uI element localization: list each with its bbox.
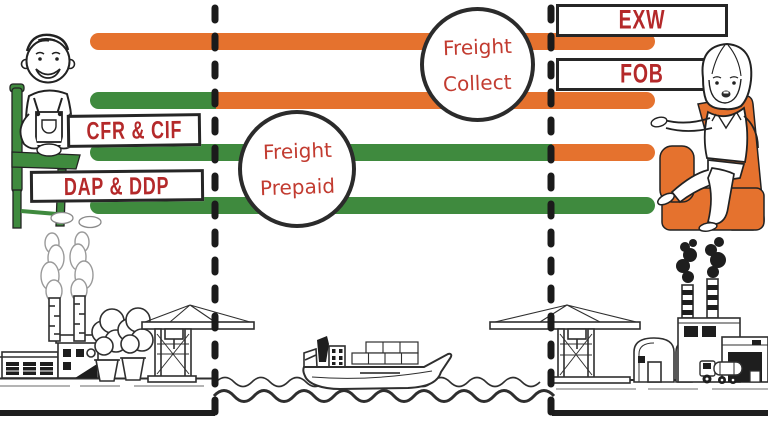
shoe <box>50 211 74 225</box>
term-box-dap-ddp: DAP & DDP <box>29 169 205 203</box>
waterway <box>212 336 556 403</box>
shoe <box>78 215 102 229</box>
right-arm <box>743 115 759 149</box>
trees-icon <box>91 307 154 382</box>
black-smoke <box>676 237 726 283</box>
warehouse-icon <box>0 351 59 379</box>
freight-prepaid-line2: Prepaid <box>259 173 335 201</box>
truck-icon <box>699 360 761 384</box>
container-ship-icon <box>302 336 453 391</box>
freight-prepaid-segment <box>90 92 216 109</box>
shoe <box>698 222 718 232</box>
hands <box>36 143 62 157</box>
freight-collect-segment <box>552 144 655 161</box>
freight-prepaid-segment <box>90 197 655 214</box>
container-crane-icon <box>141 304 255 383</box>
ground-band-left <box>0 410 215 416</box>
leg <box>706 167 735 225</box>
container-crane-icon <box>489 304 641 384</box>
shoe <box>657 192 675 206</box>
right-shore <box>489 237 768 416</box>
factory-smokestacks-icon <box>633 237 768 383</box>
buyer-woman-in-orange-armchair <box>650 42 765 232</box>
term-box-exw: EXW <box>556 4 728 37</box>
freight-collect-line1: Freight <box>442 33 513 60</box>
face <box>708 78 742 104</box>
term-box-cfr-cif: CFR & CIF <box>66 113 202 148</box>
smile <box>35 68 61 79</box>
bar-dap-ddp <box>90 197 655 214</box>
hair <box>701 42 753 111</box>
arm <box>19 113 39 150</box>
term-label-exw: EXW <box>618 4 666 36</box>
term-box-fob: FOB <box>556 58 728 91</box>
left-arm <box>663 117 713 132</box>
freight-prepaid-badge: Freight Prepaid <box>238 110 356 228</box>
left-shore <box>0 231 255 416</box>
freight-collect-badge: Freight Collect <box>420 7 535 122</box>
freight-collect-line2: Collect <box>442 69 513 96</box>
barrel-icon <box>749 370 761 383</box>
seller-man-on-green-chair <box>9 33 102 229</box>
term-label-dap-ddp: DAP & DDP <box>64 170 170 201</box>
term-label-cfr-cif: CFR & CIF <box>85 115 183 145</box>
blouse <box>703 106 749 163</box>
hand <box>650 116 668 128</box>
hair <box>25 33 70 52</box>
smokestacks-icon <box>40 231 94 342</box>
ground-band-right <box>552 410 768 416</box>
term-label-fob: FOB <box>620 58 664 90</box>
waves-bold-icon <box>212 389 556 403</box>
freight-prepaid-line1: Freight <box>262 137 332 165</box>
